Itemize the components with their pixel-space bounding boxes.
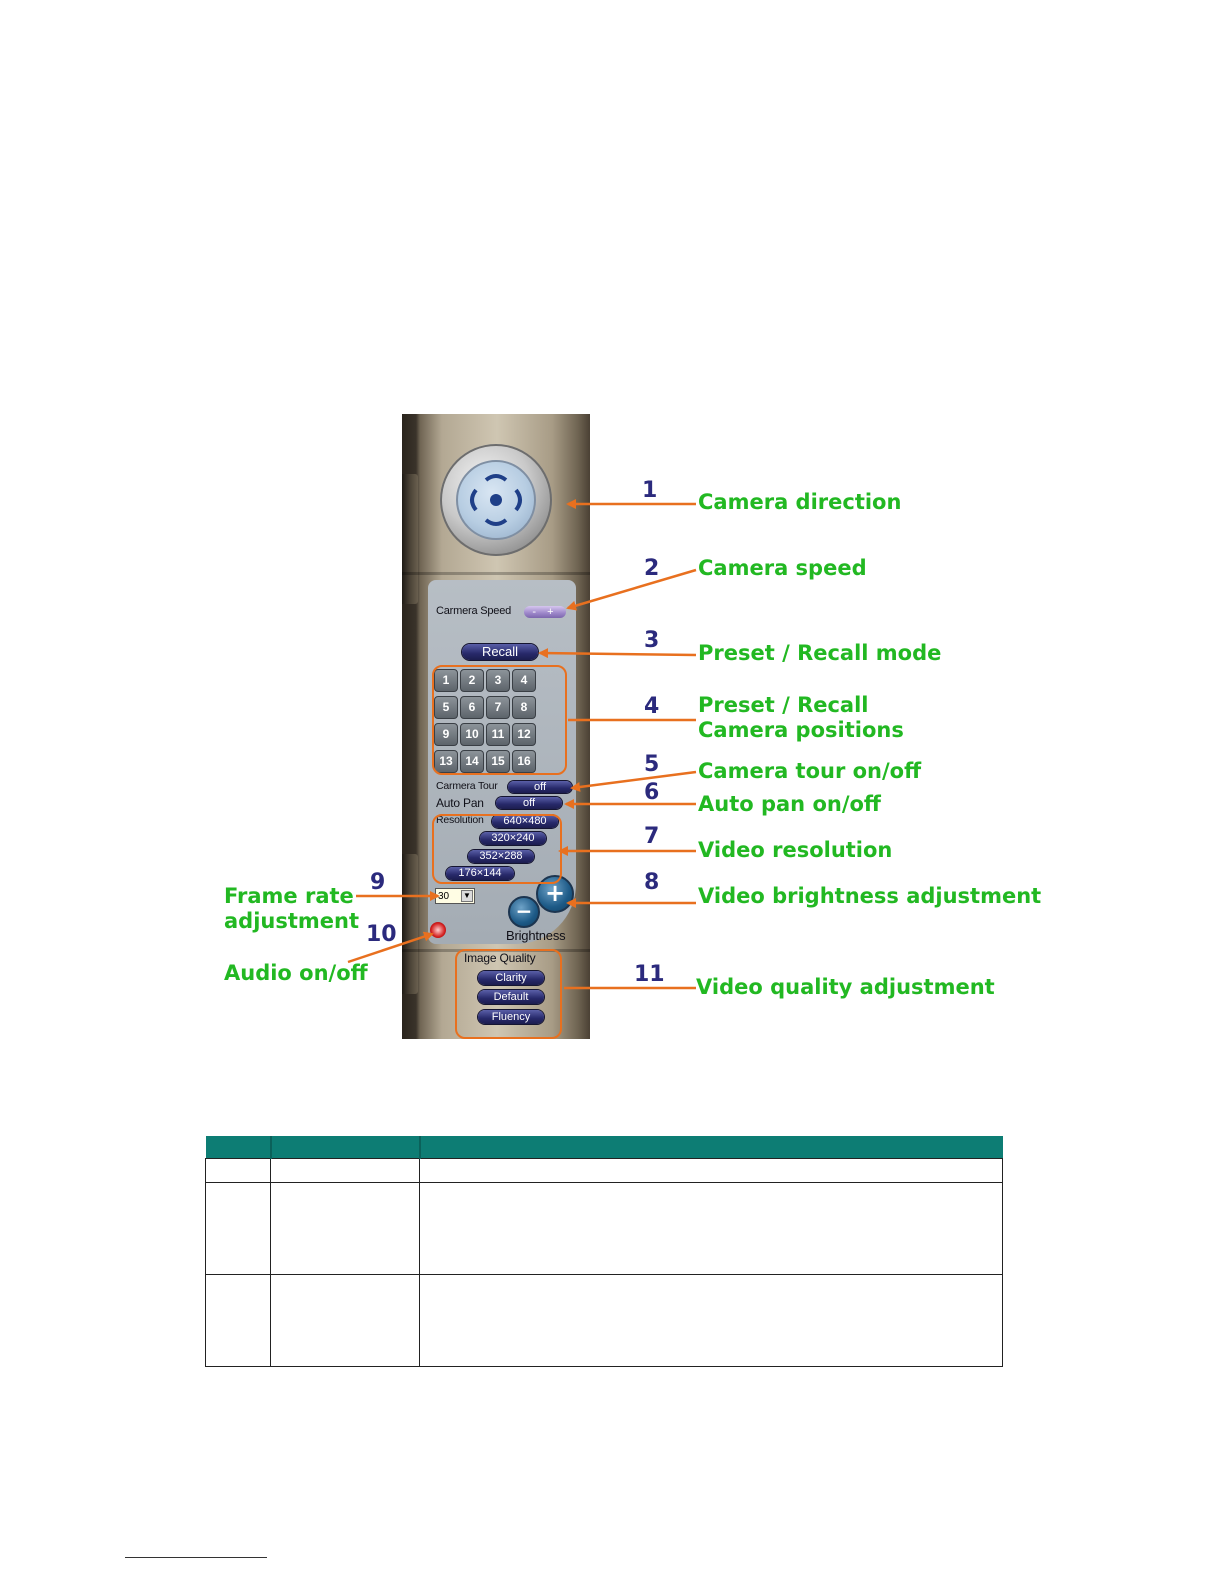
arrow-5 bbox=[570, 770, 697, 792]
table-cell bbox=[270, 1182, 420, 1275]
callout-video-resolution: Video resolution bbox=[698, 838, 893, 862]
callout-number-8: 8 bbox=[644, 870, 660, 895]
preset-button-15[interactable]: 15 bbox=[486, 750, 510, 773]
preset-button-6[interactable]: 6 bbox=[460, 696, 484, 719]
table-header-cell bbox=[205, 1136, 271, 1159]
camera-speed-stepper[interactable]: - + bbox=[524, 606, 566, 618]
table-cell bbox=[419, 1274, 1003, 1367]
callout-number-7: 7 bbox=[644, 824, 660, 849]
table-row bbox=[205, 1274, 1003, 1367]
table-cell bbox=[419, 1182, 1003, 1275]
arrow-3 bbox=[538, 648, 697, 659]
image-quality-label: Image Quality bbox=[464, 951, 536, 965]
callout-number-10: 10 bbox=[366, 922, 397, 947]
frame-rate-value: 30 bbox=[438, 891, 450, 902]
callout-number-2: 2 bbox=[644, 556, 660, 581]
description-table bbox=[205, 1136, 1003, 1367]
panel-edge-tab bbox=[402, 474, 418, 604]
chevron-down-icon[interactable]: ▼ bbox=[461, 890, 473, 902]
table-cell bbox=[419, 1158, 1003, 1183]
callout-number-3: 3 bbox=[644, 628, 660, 653]
callout-number-5: 5 bbox=[644, 752, 660, 777]
callout-camera-speed: Camera speed bbox=[698, 556, 867, 580]
table-row bbox=[205, 1182, 1003, 1275]
quality-fluency-button[interactable]: Fluency bbox=[478, 1010, 544, 1024]
callout-number-4: 4 bbox=[644, 694, 660, 719]
callout-video-quality: Video quality adjustment bbox=[696, 975, 995, 999]
preset-button-3[interactable]: 3 bbox=[486, 669, 510, 692]
camera-tour-label: Carmera Tour bbox=[436, 780, 498, 792]
brightness-minus-button[interactable]: − bbox=[508, 896, 540, 928]
table-row bbox=[205, 1158, 1003, 1183]
callout-number-11: 11 bbox=[634, 962, 665, 987]
table-cell bbox=[205, 1158, 271, 1183]
auto-pan-toggle[interactable]: off bbox=[496, 797, 562, 809]
preset-button-16[interactable]: 16 bbox=[512, 750, 536, 773]
preset-button-11[interactable]: 11 bbox=[486, 723, 510, 746]
quality-clarity-button[interactable]: Clarity bbox=[478, 971, 544, 985]
camera-tour-toggle[interactable]: off bbox=[508, 781, 572, 793]
speaker-mute-icon[interactable] bbox=[430, 922, 446, 938]
preset-button-5[interactable]: 5 bbox=[434, 696, 458, 719]
panel-edge-tab bbox=[402, 854, 418, 994]
camera-speed-label: Carmera Speed bbox=[436, 605, 512, 617]
direction-pad[interactable] bbox=[456, 460, 536, 540]
callout-camera-direction: Camera direction bbox=[698, 490, 902, 514]
preset-button-4[interactable]: 4 bbox=[512, 669, 536, 692]
callout-number-6: 6 bbox=[644, 780, 660, 805]
preset-highlight-box bbox=[432, 665, 567, 775]
callout-brightness: Video brightness adjustment bbox=[698, 884, 1042, 908]
resolution-640x480[interactable]: 640×480 bbox=[492, 815, 558, 828]
preset-button-7[interactable]: 7 bbox=[486, 696, 510, 719]
table-cell bbox=[270, 1274, 420, 1367]
callout-preset-recall-mode: Preset / Recall mode bbox=[698, 641, 942, 665]
recall-button[interactable]: Recall bbox=[462, 644, 538, 660]
arrow-2 bbox=[566, 568, 697, 611]
table-header-cell bbox=[418, 1136, 1003, 1159]
table-header-cell bbox=[269, 1136, 420, 1159]
table-cell bbox=[205, 1182, 271, 1275]
resolution-176x144[interactable]: 176×144 bbox=[446, 867, 514, 880]
table-cell bbox=[270, 1158, 420, 1183]
callout-number-9: 9 bbox=[370, 870, 386, 895]
preset-button-10[interactable]: 10 bbox=[460, 723, 484, 746]
panel-divider bbox=[402, 572, 590, 575]
callout-camera-tour: Camera tour on/off bbox=[698, 759, 922, 783]
quality-highlight-box bbox=[455, 949, 562, 1039]
preset-button-2[interactable]: 2 bbox=[460, 669, 484, 692]
preset-button-9[interactable]: 9 bbox=[434, 723, 458, 746]
auto-pan-label: Auto Pan bbox=[436, 796, 484, 810]
camera-direction-dial[interactable] bbox=[440, 444, 552, 556]
direction-arrows-icon bbox=[470, 474, 522, 526]
preset-button-12[interactable]: 12 bbox=[512, 723, 536, 746]
resolution-label: Resolution bbox=[436, 814, 484, 826]
table-cell bbox=[205, 1274, 271, 1367]
brightness-label: Brightness bbox=[506, 928, 566, 943]
callout-audio: Audio on/off bbox=[224, 961, 368, 985]
frame-rate-select[interactable]: 30 ▼ bbox=[435, 888, 475, 904]
callout-auto-pan: Auto pan on/off bbox=[698, 792, 881, 816]
footnote-separator bbox=[125, 1557, 267, 1558]
table-header-row bbox=[205, 1136, 1003, 1159]
callout-number-1: 1 bbox=[642, 478, 658, 503]
resolution-352x288[interactable]: 352×288 bbox=[468, 850, 534, 863]
callout-preset-positions: Preset / Recall Camera positions bbox=[698, 693, 904, 742]
preset-button-14[interactable]: 14 bbox=[460, 750, 484, 773]
resolution-320x240[interactable]: 320×240 bbox=[480, 832, 546, 845]
quality-default-button[interactable]: Default bbox=[478, 990, 544, 1004]
callout-frame-rate: Frame rate adjustment bbox=[224, 884, 360, 933]
arrow-10 bbox=[347, 931, 434, 964]
preset-button-8[interactable]: 8 bbox=[512, 696, 536, 719]
